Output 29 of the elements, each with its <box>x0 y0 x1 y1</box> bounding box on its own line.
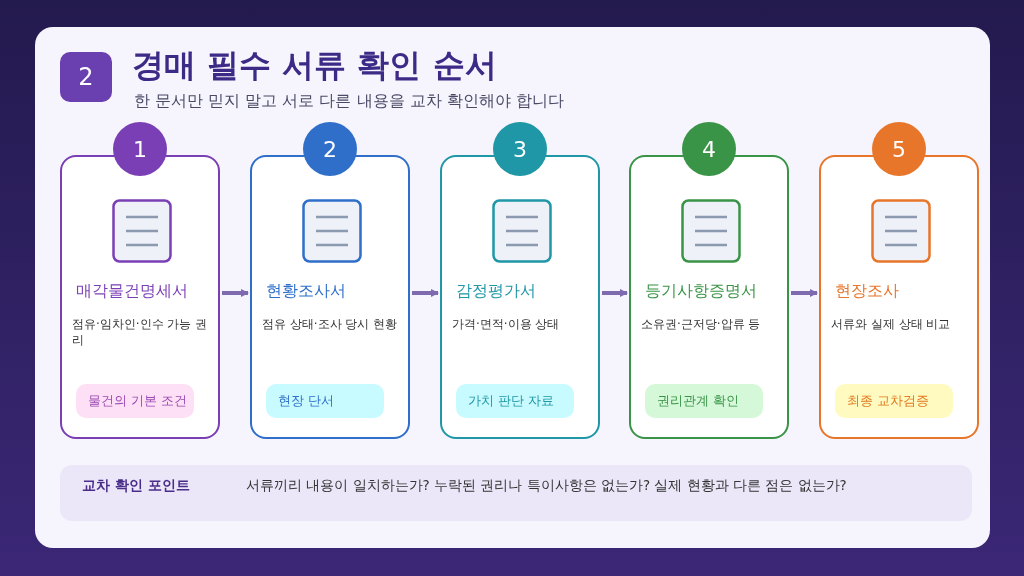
tag-pill: 권리관계 확인 <box>645 384 763 418</box>
document-card <box>819 155 979 439</box>
card-title: 현황조사서 <box>266 281 346 302</box>
card-description: 점유·임차인·인수 가능 권리 <box>72 317 209 349</box>
document-card <box>629 155 789 439</box>
subtitle: 한 문서만 믿지 말고 서로 다른 내용을 교차 확인해야 합니다 <box>134 91 564 112</box>
arrow <box>791 289 818 297</box>
card-description: 소유권·근저당·압류 등 <box>641 317 762 333</box>
card-title: 감정평가서 <box>456 281 536 302</box>
card-title: 현장조사 <box>835 281 899 302</box>
card-description: 점유 상태·조사 당시 현황 <box>262 317 399 333</box>
panel-heading: 교차 확인 포인트 <box>82 477 190 495</box>
card-title: 등기사항증명서 <box>645 281 757 302</box>
tag-pill: 현장 단서 <box>266 384 384 418</box>
card-description: 서류와 실제 상태 비교 <box>831 317 952 333</box>
arrow <box>602 289 628 297</box>
document-card <box>60 155 220 439</box>
card-title: 매각물건명세서 <box>76 281 188 302</box>
panel-text: 서류끼리 내용이 일치하는가? 누락된 권리나 특이사항은 없는가? 실제 현황과 다른 점은 없는가? <box>246 477 847 495</box>
tag-pill: 가치 판단 자료 <box>456 384 574 418</box>
arrow <box>222 289 249 297</box>
card-description: 가격·면적·이용 상태 <box>452 317 561 333</box>
title: 경매 필수 서류 확인 순서 <box>132 45 497 86</box>
arrow <box>412 289 439 297</box>
tag-pill: 최종 교차검증 <box>835 384 953 418</box>
tag-pill: 물건의 기본 조건 <box>76 384 194 418</box>
number-badge: 2 <box>60 52 112 102</box>
document-card <box>440 155 600 439</box>
document-card <box>250 155 410 439</box>
